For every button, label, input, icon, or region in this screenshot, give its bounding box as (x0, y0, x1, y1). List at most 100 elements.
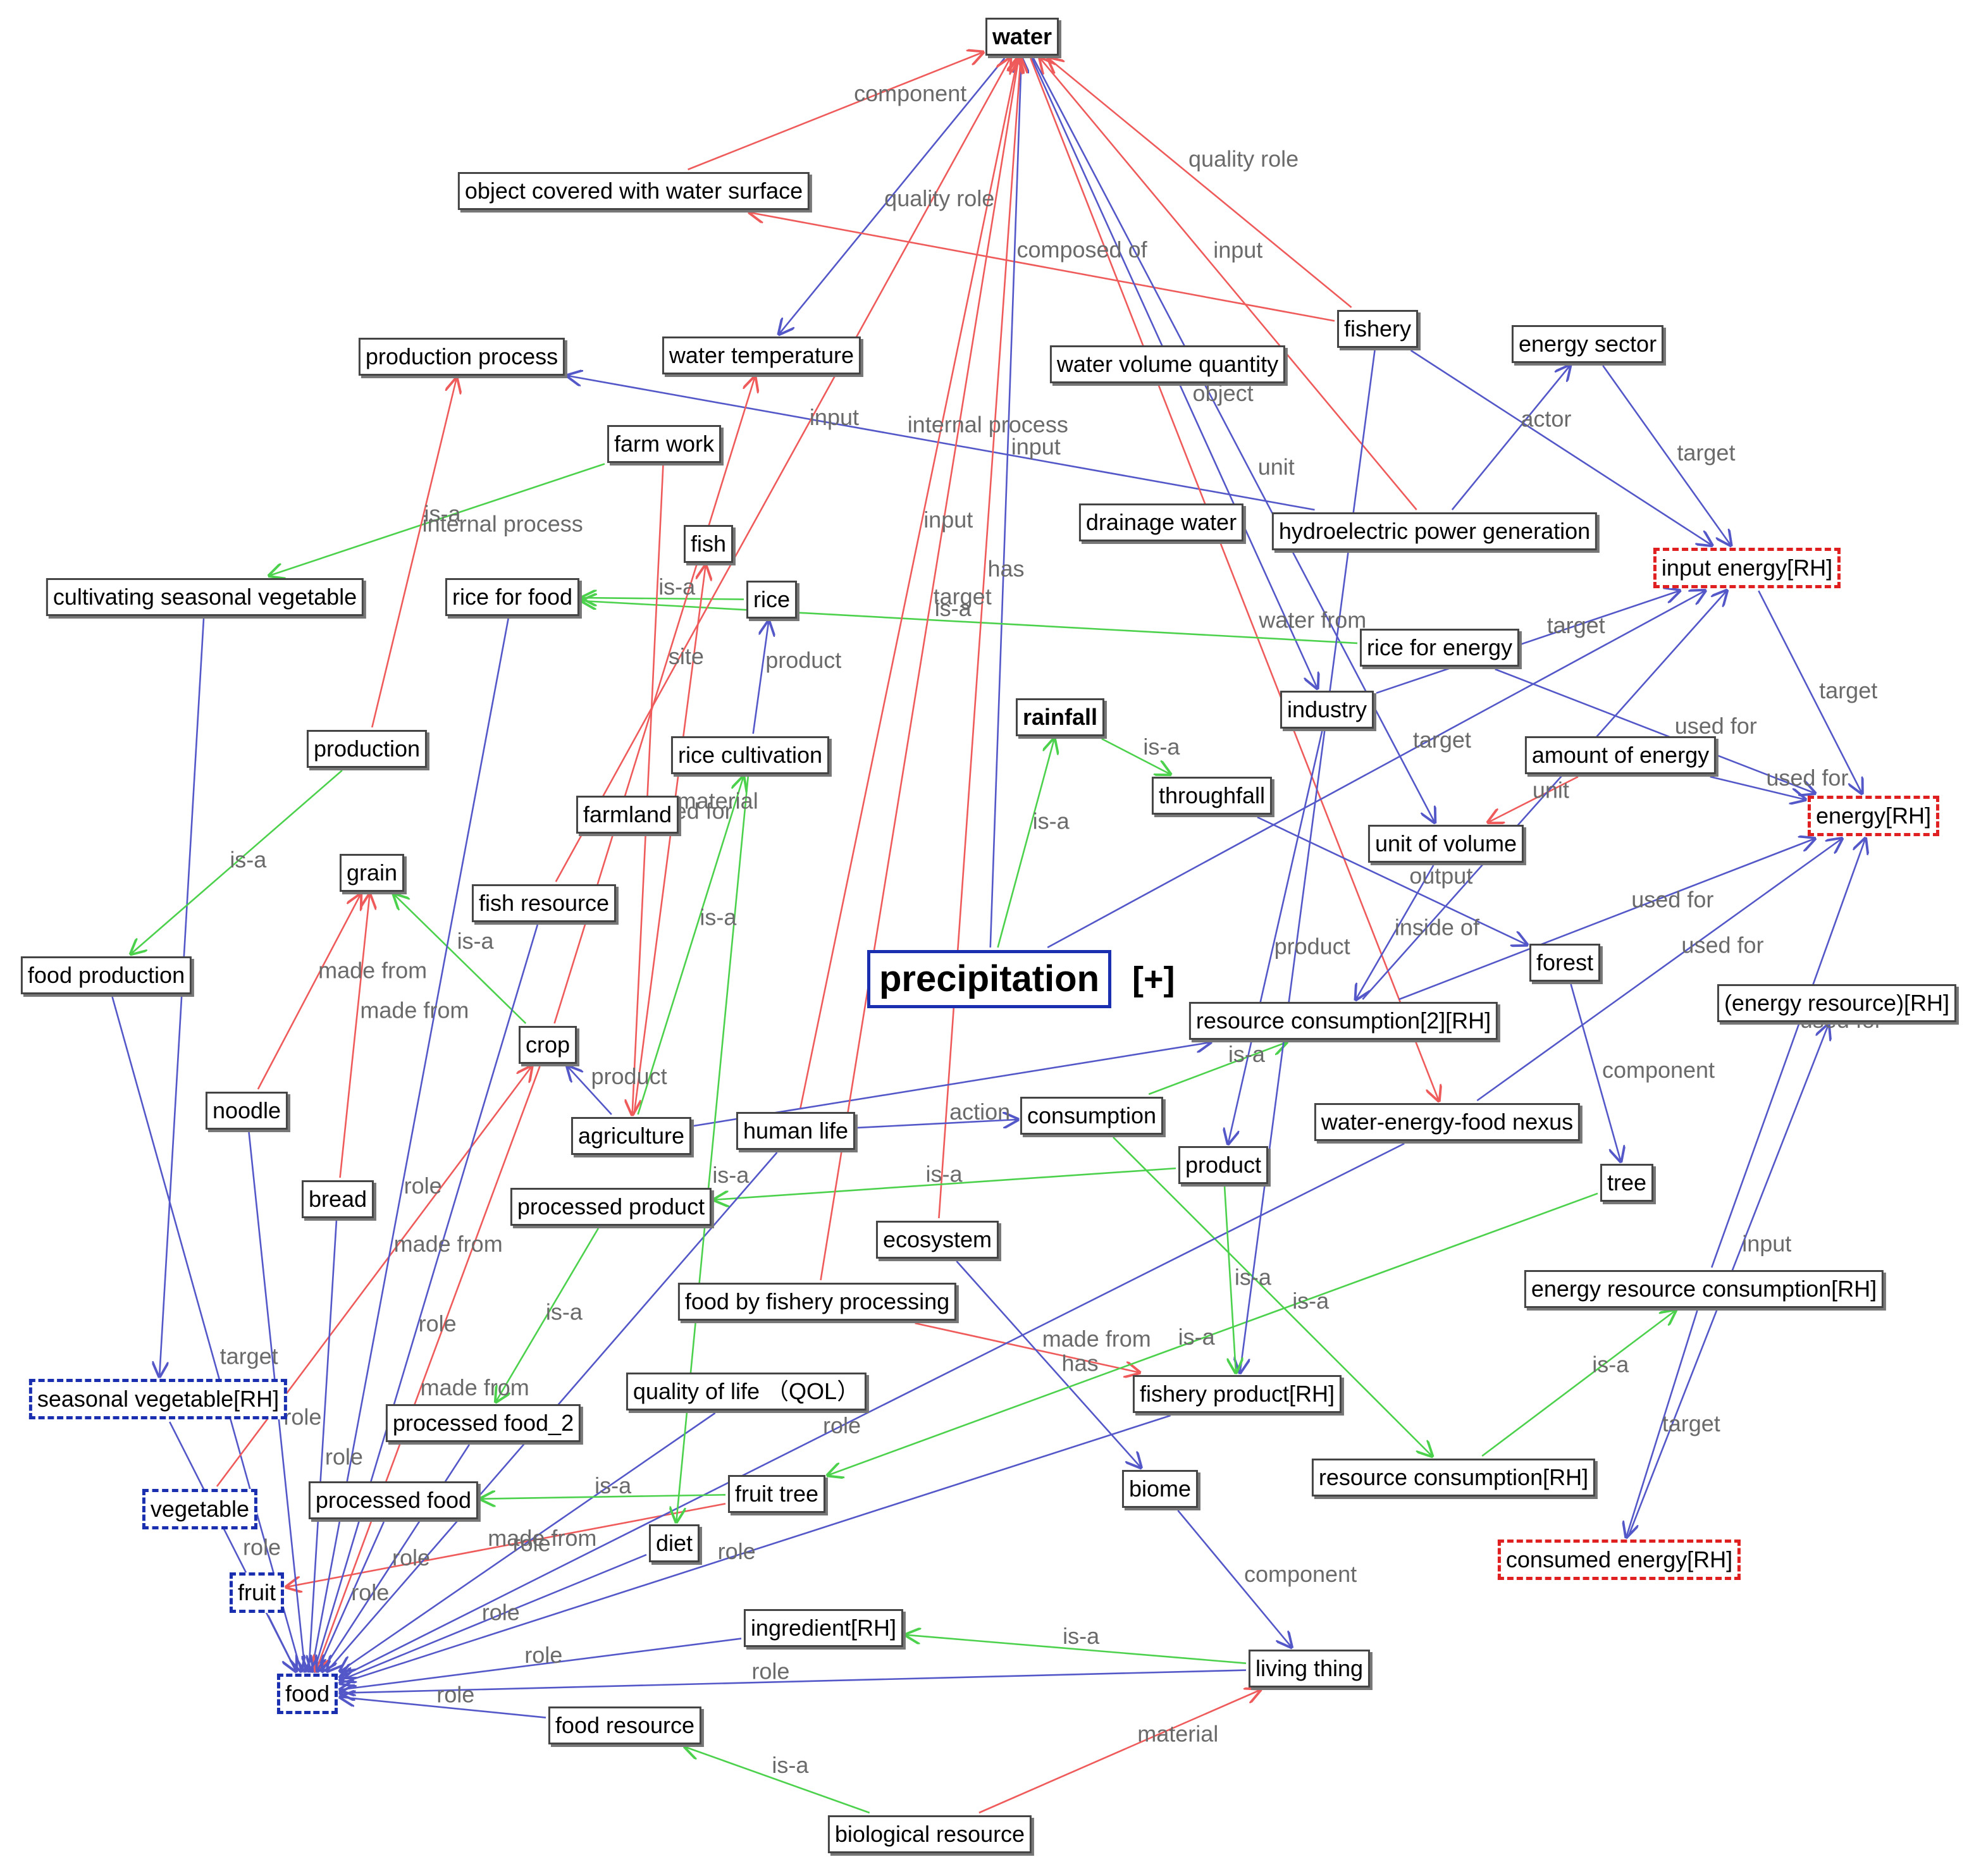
edge-fishery-to-fishery-product (1240, 350, 1376, 1373)
water-node[interactable]: water (985, 18, 1059, 56)
processed-food-node[interactable]: processed food (308, 1481, 479, 1519)
crop-node[interactable]: crop (518, 1026, 577, 1064)
farmland-node[interactable]: farmland (576, 796, 679, 834)
edge-label: target (1677, 440, 1735, 466)
edge-label: unit (1258, 454, 1295, 479)
biological-resource-node[interactable]: biological resource (827, 1815, 1032, 1853)
unit-volume-node[interactable]: unit of volume (1367, 825, 1524, 863)
energy-sector-node[interactable]: energy sector (1511, 325, 1664, 363)
energy-node[interactable]: energy[RH] (1807, 796, 1940, 836)
edge-label: target (1819, 677, 1877, 703)
edge-processed-product-to-processed-food-2 (496, 1228, 600, 1402)
expand-toggle[interactable]: [+] (1132, 960, 1175, 998)
edge-precipitation-to-water (989, 58, 1021, 948)
amount-energy-node[interactable]: amount of energy (1524, 736, 1717, 774)
edge-label: role (283, 1404, 321, 1430)
ffp-node[interactable]: food by fishery processing (677, 1283, 957, 1321)
edge-label: has (987, 555, 1024, 581)
edge-label: unit (1533, 777, 1569, 803)
drainage-water-node[interactable]: drainage water (1078, 503, 1244, 541)
edge-label: component (1602, 1057, 1715, 1083)
edge-label: input (1213, 237, 1262, 262)
rc2-node[interactable]: resource consumption[2][RH] (1188, 1002, 1498, 1040)
water-temperature-node[interactable]: water temperature (662, 336, 861, 374)
edge-label: inside of (1395, 915, 1480, 941)
fishery-product-node[interactable]: fishery product[RH] (1132, 1375, 1342, 1413)
edge-label: role (524, 1642, 562, 1668)
edge-agriculture-to-rc2 (693, 1042, 1211, 1127)
edge-rice-to-rice-food (582, 598, 744, 599)
fruit-node[interactable]: fruit (229, 1572, 285, 1613)
vegetable-node[interactable]: vegetable (142, 1489, 258, 1529)
processed-product-node[interactable]: processed product (510, 1188, 712, 1226)
edge-forest-to-tree (1570, 984, 1621, 1161)
living-thing-node[interactable]: living thing (1248, 1650, 1371, 1688)
edge-label: is-a (1592, 1352, 1629, 1378)
agriculture-node[interactable]: agriculture (571, 1117, 692, 1155)
fish-node[interactable]: fish (683, 525, 734, 563)
qol-node[interactable]: quality of life （QOL） (626, 1373, 867, 1410)
wef-node[interactable]: water-energy-food nexus (1314, 1103, 1581, 1141)
human-life-node[interactable]: human life (736, 1112, 856, 1150)
rice-cultivation-node[interactable]: rice cultivation (670, 736, 830, 774)
ecosystem-node[interactable]: ecosystem (875, 1221, 999, 1259)
edge-crop-to-food (316, 1066, 541, 1671)
tree-node[interactable]: tree (1600, 1164, 1654, 1202)
ocws-node[interactable]: object covered with water surface (457, 172, 810, 210)
edge-agriculture-to-crop (567, 1066, 612, 1115)
precipitation-node[interactable]: precipitation (867, 950, 1112, 1008)
rice-node[interactable]: rice (746, 581, 798, 619)
energy-resource-node[interactable]: (energy resource)[RH] (1717, 984, 1957, 1022)
grain-node[interactable]: grain (339, 854, 405, 892)
farm-work-node[interactable]: farm work (607, 425, 722, 463)
edge-label: product (765, 647, 841, 673)
consumed-energy-node[interactable]: consumed energy[RH] (1497, 1540, 1741, 1580)
edge-label: target (934, 583, 992, 609)
industry-node[interactable]: industry (1280, 691, 1374, 729)
edge-water-to-wef (1030, 58, 1438, 1101)
food-resource-node[interactable]: food resource (548, 1706, 702, 1744)
edge-label: input (1742, 1231, 1791, 1257)
fruit-tree-node[interactable]: fruit tree (727, 1475, 826, 1513)
consumption-node[interactable]: consumption (1020, 1097, 1164, 1135)
edge-label: role (325, 1444, 363, 1470)
processed-food-2-node[interactable]: processed food_2 (385, 1404, 581, 1442)
rice-energy-node[interactable]: rice for energy (1359, 629, 1520, 667)
water-volume-node[interactable]: water volume quantity (1049, 345, 1286, 383)
fish-resource-node[interactable]: fish resource (471, 884, 617, 922)
input-energy-node[interactable]: input energy[RH] (1653, 548, 1841, 588)
ingredient-node[interactable]: ingredient[RH] (743, 1609, 904, 1647)
erc-node[interactable]: energy resource consumption[RH] (1524, 1270, 1884, 1308)
edge-label: is-a (1033, 808, 1070, 834)
edge-human-life-to-water (799, 58, 1018, 1110)
edge-label: component (1244, 1561, 1357, 1587)
food-node[interactable]: food (276, 1674, 338, 1714)
food-production-node[interactable]: food production (20, 956, 192, 994)
seasonal-veg-node[interactable]: seasonal vegetable[RH] (28, 1379, 288, 1419)
edge-fish-resource-to-food (314, 924, 539, 1671)
hydro-node[interactable]: hydroelectric power generation (1271, 512, 1598, 550)
biome-node[interactable]: biome (1121, 1470, 1199, 1508)
edge-fruit-tree-to-processed-food (481, 1495, 726, 1498)
edge-label: target (220, 1343, 278, 1369)
production-node[interactable]: production (306, 730, 428, 768)
edge-ffp-to-fishery-product (915, 1322, 1140, 1373)
noodle-node[interactable]: noodle (205, 1092, 288, 1130)
cultivating-node[interactable]: cultivating seasonal vegetable (46, 578, 364, 616)
edge-product-to-processed-product (714, 1167, 1176, 1200)
rainfall-node[interactable]: rainfall (1015, 698, 1105, 736)
bread-node[interactable]: bread (301, 1180, 374, 1218)
product-node[interactable]: product (1178, 1146, 1269, 1184)
edge-throughfall-to-forest (1257, 816, 1527, 945)
production-process-node[interactable]: production process (358, 338, 565, 376)
resource-consumption-node[interactable]: resource consumption[RH] (1311, 1459, 1596, 1496)
rice-food-node[interactable]: rice for food (445, 578, 580, 616)
diet-node[interactable]: diet (648, 1524, 700, 1562)
fishery-node[interactable]: fishery (1336, 310, 1419, 348)
throughfall-node[interactable]: throughfall (1151, 777, 1273, 815)
edge-fishery-to-water (1048, 58, 1352, 309)
edge-label: is-a (424, 501, 462, 527)
forest-node[interactable]: forest (1529, 944, 1601, 982)
edge-label: is-a (1178, 1324, 1216, 1350)
edge-label: role (513, 1531, 551, 1557)
